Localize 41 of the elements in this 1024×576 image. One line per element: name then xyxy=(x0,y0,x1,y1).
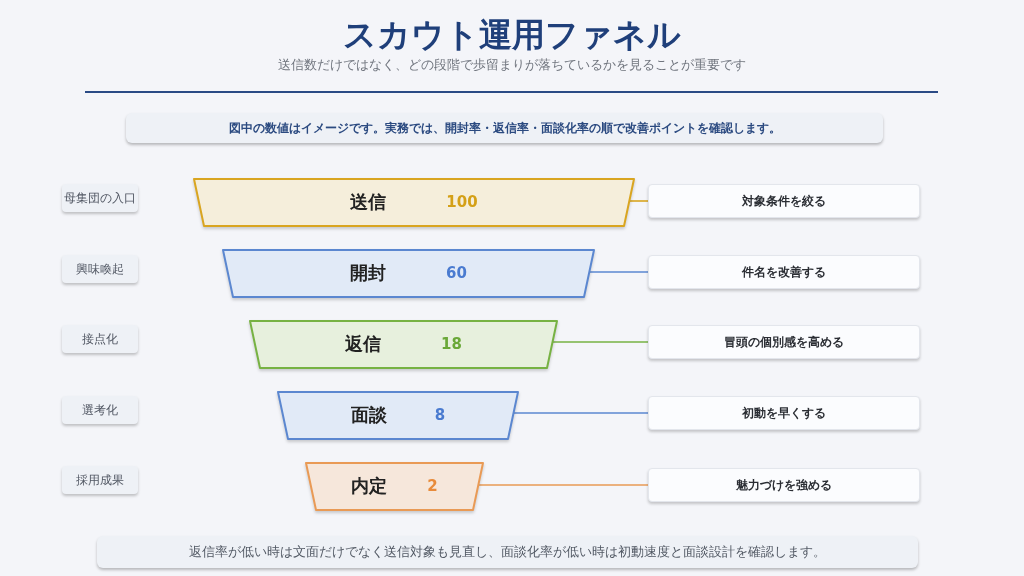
stage-name: 内定 xyxy=(351,475,388,498)
stage-tag-text: 接点化 xyxy=(82,331,118,347)
stage-name: 開封 xyxy=(350,262,387,285)
stage-count: 60 xyxy=(446,264,467,283)
subtitle: 送信数だけではなく、どの段階で歩留まりが落ちているかを見ることが重要です xyxy=(278,57,746,72)
note-text: 図中の数値はイメージです。実務では、開封率・返信率・面談化率の順で改善ポイントを確認します。 xyxy=(228,120,781,136)
action-text: 初動を早くする xyxy=(742,405,826,421)
stage-tag-text: 興味喚起 xyxy=(76,261,124,277)
action-card xyxy=(648,325,920,359)
stage-tag xyxy=(62,255,138,283)
stage-tag xyxy=(62,184,138,212)
action-card xyxy=(648,184,920,218)
note-text: 返信率が低い時は文面だけでなく送信対象も見直し、面談化率が低い時は初動速度と面談設計を確認します。 xyxy=(189,544,826,560)
title: スカウト運用ファネル xyxy=(343,15,681,54)
stage-tag-text: 母集団の入口 xyxy=(64,190,136,206)
funnel-segment xyxy=(222,249,595,298)
stage-name: 送信 xyxy=(350,191,387,214)
stage-tag xyxy=(62,396,138,424)
stage-tag-text: 選考化 xyxy=(82,402,118,418)
action-card xyxy=(648,468,920,502)
stage-name: 返信 xyxy=(345,333,382,356)
action-text: 冒頭の個別感を高める xyxy=(724,334,844,350)
stage-tag-text: 採用成果 xyxy=(76,472,124,488)
stage-count: 18 xyxy=(441,335,462,354)
action-text: 対象条件を絞る xyxy=(742,193,826,209)
stage-tag xyxy=(62,325,138,353)
action-card xyxy=(648,396,920,430)
note-banner xyxy=(126,113,883,143)
action-text: 魅力づけを強める xyxy=(736,477,832,493)
funnel-segment xyxy=(305,462,484,511)
stage-name: 面談 xyxy=(350,404,387,427)
stage-count: 2 xyxy=(427,477,438,496)
stage-count: 8 xyxy=(434,406,446,425)
action-card xyxy=(648,255,920,289)
stage-count: 100 xyxy=(446,193,478,212)
funnel-segment xyxy=(277,391,519,440)
stage-tag xyxy=(62,466,138,494)
action-text: 件名を改善する xyxy=(742,264,826,280)
note-banner xyxy=(97,536,918,568)
funnel-segment xyxy=(193,178,635,227)
funnel-segment xyxy=(249,320,558,369)
